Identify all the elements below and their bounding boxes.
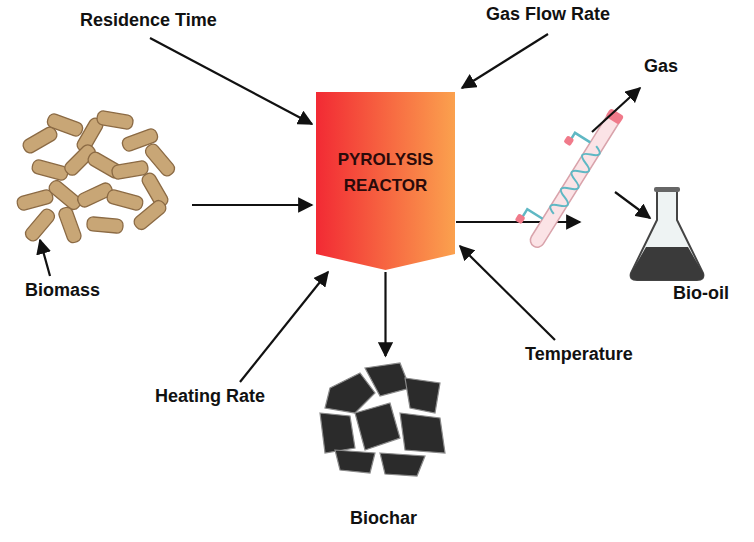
parameter-label: Residence Time	[80, 10, 217, 31]
parameter-label: Temperature	[525, 344, 633, 365]
node-label: Bio-oil	[673, 283, 729, 304]
reactor-shape: PYROLYSIS REACTOR	[316, 92, 455, 270]
reactor-outline	[316, 92, 455, 270]
biochar-illustration	[320, 363, 445, 476]
parameter-label: Heating Rate	[155, 386, 265, 407]
flow-connector	[192, 204, 312, 206]
parameter-arrow	[462, 34, 548, 88]
pellet-illustration	[16, 110, 177, 244]
parameter-arrow	[150, 38, 312, 124]
parameter-arrow	[240, 272, 328, 382]
parameter-label: Gas	[644, 56, 678, 77]
node-label: PYROLYSIS REACTOR	[316, 147, 455, 199]
parameter-arrow	[460, 246, 555, 340]
flask-illustration	[631, 187, 704, 280]
biomass-node: Biomass	[10, 100, 190, 310]
node-label: Biomass	[25, 280, 100, 301]
flow-connector	[384, 272, 386, 356]
biochar-node: Biochar	[305, 358, 465, 536]
bio-oil-node: Bio-oil	[625, 185, 750, 320]
flow-arrow	[615, 192, 650, 218]
flow-arrow	[592, 88, 640, 132]
parameter-label: Gas Flow Rate	[486, 4, 610, 25]
node-art	[10, 100, 190, 310]
node-label: Biochar	[350, 508, 417, 529]
leader-arrow	[40, 240, 50, 276]
